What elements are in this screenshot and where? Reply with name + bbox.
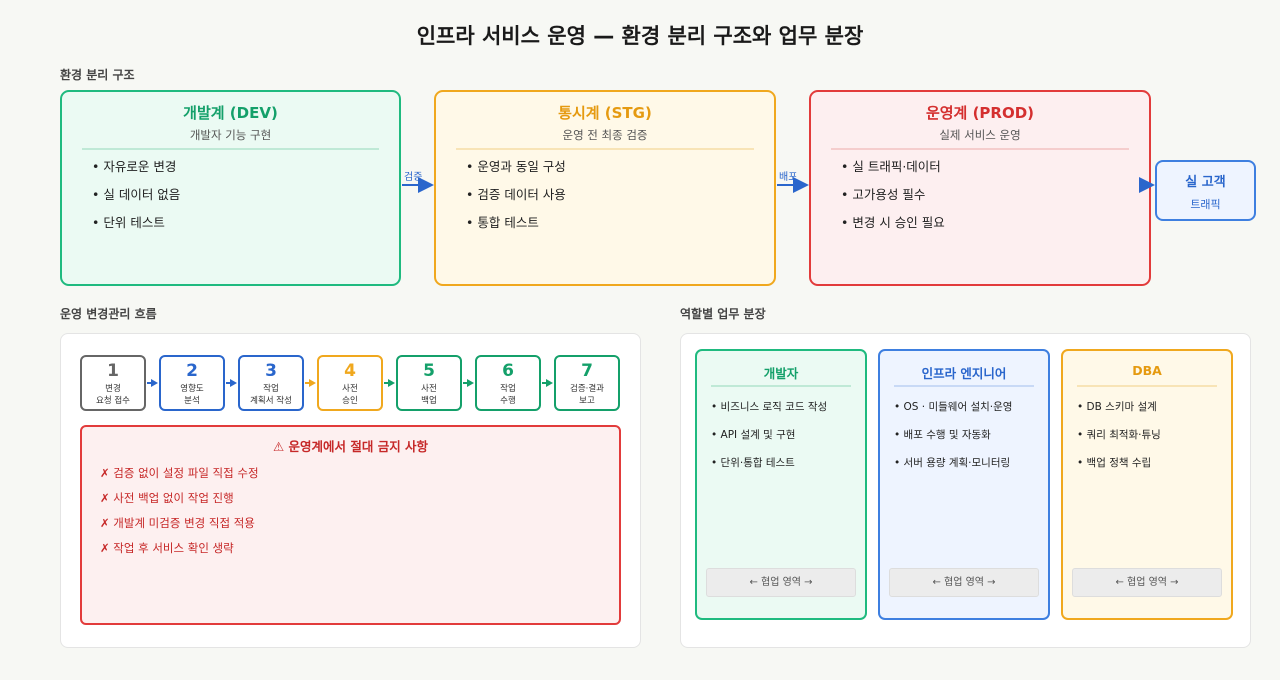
flow-arrow-head: [467, 379, 474, 387]
env-box-prod: 운영계 (PROD) 실제 서비스 운영 • 실 트래픽·데이터 • 고가용성 …: [809, 90, 1151, 286]
role-card-developer: 개발자 • 비즈니스 로직 코드 작성 • API 설계 및 구현 • 단위·통…: [695, 349, 867, 620]
env-item: • 고가용성 필수: [841, 187, 926, 202]
flow-arrow-head: [309, 379, 316, 387]
divider: [831, 148, 1129, 150]
step-number: 5: [423, 361, 435, 381]
role-card-infra-engineer: 인프라 엔지니어 • OS · 미들웨어 설치·운영 • 배포 수행 및 자동화…: [878, 349, 1050, 620]
forbidden-item: ✗ 검증 없이 설정 파일 직접 수정: [100, 466, 259, 480]
role-card-dba: DBA • DB 스키마 설계 • 쿼리 최적화·튜닝 • 백업 정책 수립 ←…: [1061, 349, 1233, 620]
env-arrows: [402, 177, 1155, 193]
forbidden-box: ⚠ 운영계에서 절대 금지 사항 ✗ 검증 없이 설정 파일 직접 수정 ✗ 사…: [80, 425, 621, 625]
forbidden-item: ✗ 사전 백업 없이 작업 진행: [100, 491, 234, 505]
flow-arrow-head: [230, 379, 237, 387]
role-item: • 쿼리 최적화·튜닝: [1077, 429, 1161, 441]
forbidden-item: ✗ 개발계 미검증 변경 직접 적용: [100, 516, 255, 530]
env-item: • 실 트래픽·데이터: [841, 159, 941, 174]
step-number: 1: [107, 361, 119, 381]
env-item: • 실 데이터 없음: [92, 187, 181, 202]
role-item: • 백업 정책 수립: [1077, 457, 1152, 469]
arrow-label-verify: 검증: [404, 172, 423, 183]
forbidden-title: ⚠ 운영계에서 절대 금지 사항: [272, 439, 429, 454]
role-item: • DB 스키마 설계: [1077, 401, 1157, 413]
flow-arrow-head: [388, 379, 395, 387]
env-item: • 단위 테스트: [92, 215, 165, 230]
role-title: 개발자: [763, 366, 799, 381]
step-number: 2: [186, 361, 198, 381]
section-label-flow: 운영 변경관리 흐름: [60, 307, 157, 321]
role-item: • 단위·통합 테스트: [711, 457, 795, 469]
step-number: 7: [581, 361, 593, 381]
step-number: 3: [265, 361, 277, 381]
env-box-stg: 통시계 (STG) 운영 전 최종 검증 • 운영과 동일 구성 • 검증 데이…: [434, 90, 776, 286]
env-title: 통시계 (STG): [558, 104, 652, 122]
env-box-dev: 개발계 (DEV) 개발자 기능 구현 • 자유로운 변경 • 실 데이터 없음…: [60, 90, 401, 286]
env-subtitle: 실제 서비스 운영: [939, 128, 1021, 142]
role-item: • 비즈니스 로직 코드 작성: [711, 401, 828, 413]
flow-arrow-head: [151, 379, 158, 387]
role-title: DBA: [1132, 363, 1162, 378]
role-item: • 서버 용량 계획·모니터링: [894, 457, 1011, 469]
role-item: • 배포 수행 및 자동화: [894, 429, 991, 441]
customer-box: 실 고객 트래픽: [1155, 160, 1256, 221]
divider: [711, 385, 851, 387]
customer-subtitle: 트래픽: [1190, 198, 1221, 211]
env-subtitle: 개발자 기능 구현: [189, 128, 272, 142]
env-subtitle: 운영 전 최종 검증: [562, 128, 648, 142]
flow-arrow-head: [546, 379, 553, 387]
collab-area: ← 협업 영역 →: [889, 568, 1039, 597]
env-item: • 변경 시 승인 필요: [841, 215, 945, 230]
arrow-label-deploy: 배포: [779, 172, 798, 183]
env-item: • 통합 테스트: [466, 215, 539, 230]
step-number: 4: [344, 361, 356, 381]
role-item: • API 설계 및 구현: [711, 429, 796, 441]
collab-area: ← 협업 영역 →: [1072, 568, 1222, 597]
section-label-roles: 역할별 업무 분장: [680, 307, 766, 321]
divider: [82, 148, 379, 150]
role-item: • OS · 미들웨어 설치·운영: [894, 401, 1013, 413]
env-item: • 운영과 동일 구성: [466, 159, 566, 174]
collab-area: ← 협업 영역 →: [706, 568, 856, 597]
env-item: • 자유로운 변경: [92, 159, 177, 174]
env-title: 운영계 (PROD): [925, 104, 1035, 122]
env-title: 개발계 (DEV): [183, 104, 278, 122]
divider: [1077, 385, 1217, 387]
forbidden-item: ✗ 작업 후 서비스 확인 생략: [100, 541, 234, 555]
customer-title: 실 고객: [1185, 175, 1226, 190]
env-item: • 검증 데이터 사용: [466, 187, 566, 202]
section-label-env: 환경 분리 구조: [60, 68, 135, 82]
step-number: 6: [502, 361, 514, 381]
page-title: 인프라 서비스 운영 — 환경 분리 구조와 업무 분장: [416, 24, 864, 48]
divider: [894, 385, 1034, 387]
divider: [456, 148, 754, 150]
role-title: 인프라 엔지니어: [921, 366, 1007, 381]
